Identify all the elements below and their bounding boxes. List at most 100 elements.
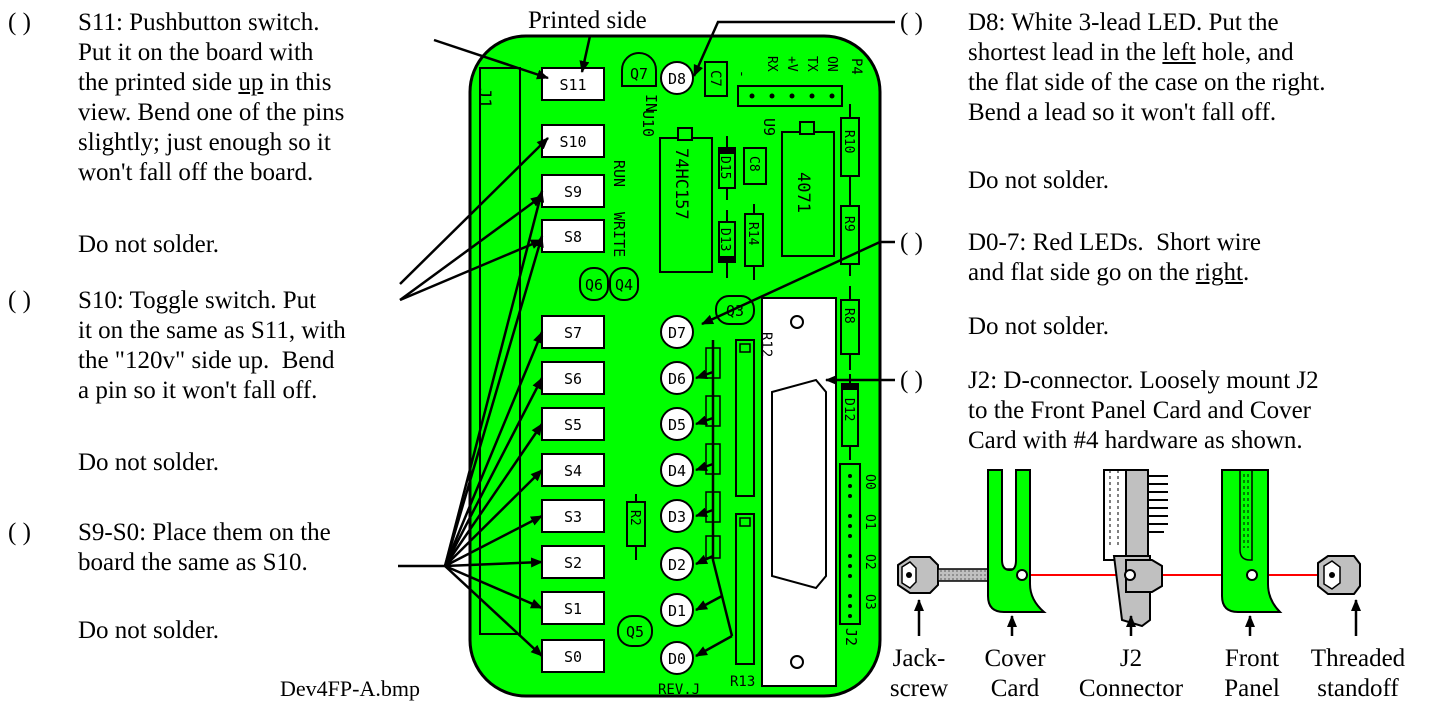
led-d4: D4 bbox=[660, 453, 694, 487]
checkbox-j2[interactable]: ( ) bbox=[900, 367, 923, 394]
led-d7: D7 bbox=[660, 315, 694, 349]
r10-label: R10 bbox=[841, 130, 856, 153]
chip-u10-notch bbox=[677, 127, 693, 141]
switch-label: S0 bbox=[564, 648, 582, 666]
switch-label: S2 bbox=[564, 554, 582, 572]
switch-s10: S10 bbox=[541, 124, 605, 158]
d8-instructions: D8: White 3-lead LED. Put the shortest l… bbox=[968, 8, 1326, 128]
j1-label: J1 bbox=[474, 88, 494, 108]
checkbox-d07[interactable]: ( ) bbox=[900, 229, 923, 256]
d07-line2b: right bbox=[1195, 259, 1243, 286]
p4-pins bbox=[749, 93, 835, 99]
checkbox-d8[interactable]: ( ) bbox=[900, 9, 923, 36]
s9s0-line1: S9-S0: Place them on the bbox=[78, 519, 331, 546]
resistor-r13 bbox=[735, 513, 755, 665]
switch-label: S10 bbox=[559, 133, 586, 151]
hardware-up-arrows bbox=[914, 599, 1361, 636]
s11-instructions: S11: Pushbutton switch. Put it on the bo… bbox=[78, 8, 344, 188]
switch-label: S8 bbox=[564, 228, 582, 246]
capacitor-c7 bbox=[704, 61, 728, 97]
s11-line3b: up bbox=[238, 69, 264, 96]
s11-line1: S11: Pushbutton switch. bbox=[78, 9, 320, 36]
svg-text:O1: O1 bbox=[862, 514, 877, 530]
switch-label: S9 bbox=[564, 183, 582, 201]
switch-s0: S0 bbox=[541, 639, 605, 673]
led-arrows bbox=[695, 340, 734, 658]
s11-line2: Put it on the board with bbox=[78, 39, 314, 66]
resistor-r12 bbox=[735, 339, 755, 497]
svg-text:Q4: Q4 bbox=[615, 276, 633, 294]
switch-s6: S6 bbox=[541, 361, 605, 395]
printed-side-label: Printed side bbox=[528, 7, 647, 34]
j2-connector-part bbox=[1103, 469, 1168, 628]
s10-line1: S10: Toggle switch. Put bbox=[78, 287, 317, 314]
resistor-r14 bbox=[744, 213, 764, 267]
capacitor-c8 bbox=[743, 147, 767, 185]
j2-label: J2 bbox=[842, 628, 860, 646]
svg-text:O2: O2 bbox=[862, 554, 877, 570]
switch-s3: S3 bbox=[541, 499, 605, 533]
led-label: D1 bbox=[668, 602, 686, 620]
checkbox-s11[interactable]: ( ) bbox=[8, 9, 31, 36]
switch-s2: S2 bbox=[541, 545, 605, 579]
switch-fan-arrows bbox=[398, 190, 545, 657]
switch-label: S5 bbox=[564, 416, 582, 434]
switch-s7: S7 bbox=[541, 315, 605, 349]
led-label: D5 bbox=[668, 416, 686, 434]
d8-line2c: hole, and bbox=[1195, 39, 1294, 66]
switch-label: S4 bbox=[564, 462, 582, 480]
cover-card-part bbox=[987, 469, 1047, 613]
s11-line3c: in this bbox=[263, 69, 332, 96]
u9-label: U9 bbox=[760, 118, 778, 136]
svg-text:-: - bbox=[734, 70, 749, 78]
switch-s5: S5 bbox=[541, 407, 605, 441]
led-d0: D0 bbox=[660, 641, 694, 675]
r9-label: R9 bbox=[841, 216, 856, 232]
checkbox-s10[interactable]: ( ) bbox=[8, 287, 31, 314]
hardware-illustration bbox=[897, 469, 1361, 636]
s10-line4: a pin so it won't fall off. bbox=[78, 377, 318, 404]
d12-label: D12 bbox=[841, 398, 856, 421]
led-d2: D2 bbox=[660, 547, 694, 581]
led-label: D0 bbox=[668, 650, 686, 668]
d07-instructions: D0-7: Red LEDs. Short wire and flat side… bbox=[968, 228, 1261, 288]
svg-text:TX: TX bbox=[804, 56, 819, 72]
chip-u9 bbox=[781, 131, 835, 257]
d07-line2a: and flat side go on the bbox=[968, 259, 1196, 286]
switch-s11: S11 bbox=[541, 67, 605, 101]
s10-line2: it on the same as S11, with bbox=[78, 317, 346, 344]
j2-line1: J2: D-connector. Loosely mount J2 bbox=[968, 367, 1319, 394]
svg-text:Q7: Q7 bbox=[630, 65, 648, 83]
svg-text:+V: +V bbox=[784, 56, 799, 72]
r13-label: R13 bbox=[730, 674, 755, 690]
switch-s9: S9 bbox=[541, 174, 605, 208]
checkbox-s9s0[interactable]: ( ) bbox=[8, 519, 31, 546]
rev-label: REV.J bbox=[658, 682, 700, 698]
d8-line3: the flat side of the case on the right. bbox=[968, 69, 1326, 96]
run-label: RUN bbox=[610, 160, 628, 187]
switch-s8: S8 bbox=[541, 219, 605, 253]
j2-line3: Card with #4 hardware as shown. bbox=[968, 427, 1303, 454]
d07-line1: D0-7: Red LEDs. Short wire bbox=[968, 229, 1262, 256]
chip-u10-text: 74HC157 bbox=[671, 148, 691, 220]
svg-text:Q6: Q6 bbox=[585, 276, 603, 294]
switch-label: S1 bbox=[564, 600, 582, 618]
led-d3: D3 bbox=[660, 499, 694, 533]
s10-note: Do not solder. bbox=[78, 449, 219, 476]
transistor-q7: Q7 bbox=[621, 52, 657, 87]
led-d1: D1 bbox=[660, 593, 694, 627]
standoff-part bbox=[1317, 555, 1361, 595]
s11-line5: slightly; just enough so it bbox=[78, 129, 331, 156]
svg-text:ON: ON bbox=[824, 56, 839, 72]
dsub-mount-hole-top bbox=[790, 315, 804, 329]
r12-label: R12 bbox=[758, 332, 774, 357]
c7-label: C7 bbox=[707, 70, 723, 87]
switch-label: S6 bbox=[564, 370, 582, 388]
callout-arrows bbox=[399, 20, 895, 385]
s11-line4: view. Bend one of the pins bbox=[78, 99, 345, 126]
resistor-r2 bbox=[626, 501, 646, 547]
s9s0-line2: board the same as S10. bbox=[78, 549, 308, 576]
